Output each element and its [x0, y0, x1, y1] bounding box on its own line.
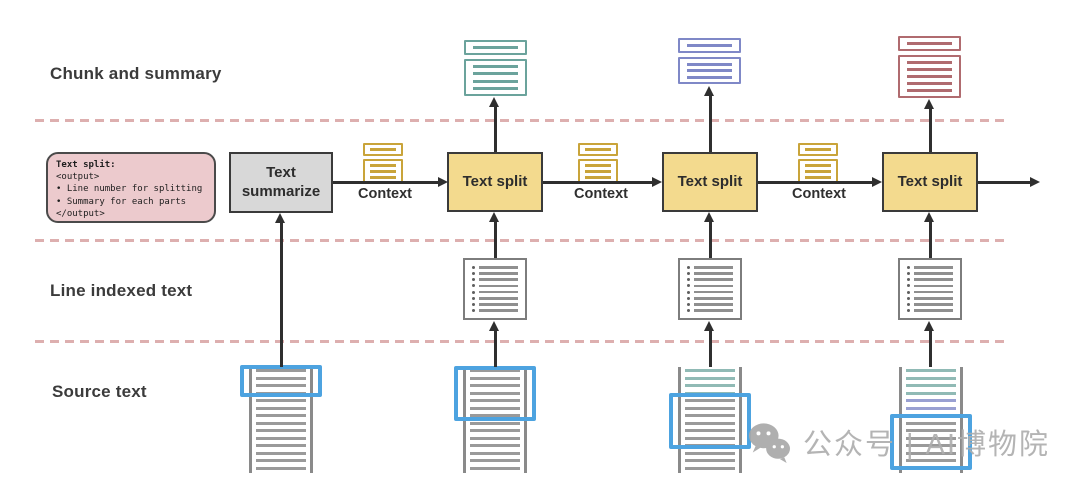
- text-block: [898, 55, 961, 98]
- text-summarize-node: Text summarize: [229, 152, 333, 213]
- text-block: [798, 159, 838, 184]
- arrowhead: [924, 99, 934, 109]
- chunk-highlight-3: [669, 393, 751, 449]
- arrowhead: [872, 176, 882, 187]
- prompt-box: Text split: <output> • Line number for s…: [46, 152, 216, 223]
- chunk-summary-icon-teal: [464, 40, 527, 96]
- watermark-text: 公众号 | AI博物院: [803, 429, 1051, 461]
- summary-bar: [578, 143, 618, 156]
- source-doc-2: [454, 366, 536, 473]
- prompt-box-line: • Line number for splitting: [56, 184, 203, 195]
- arrowhead: [924, 321, 934, 331]
- context-doc-icon-1: [363, 143, 403, 184]
- arrow-index-to-split-1: [494, 221, 497, 258]
- summary-bar: [363, 143, 403, 156]
- summary-bar: [898, 36, 961, 51]
- scroll-edge: [899, 367, 902, 473]
- arrow-index-to-split-3: [929, 221, 932, 258]
- label-chunk-and-summary: Chunk and summary: [50, 64, 222, 83]
- source-doc-1: [240, 365, 322, 473]
- context-doc-icon-3: [798, 143, 838, 184]
- prompt-box-title: Text split:: [56, 160, 116, 170]
- arrow-split-to-chunk-2: [709, 95, 712, 152]
- prompt-box-line: </output>: [56, 208, 105, 219]
- context-label-3: Context: [792, 186, 846, 202]
- scroll-edge: [249, 367, 252, 473]
- arrow-source-to-summarize: [280, 222, 283, 367]
- arrow-source-to-index-3: [929, 330, 932, 367]
- scroll-edge: [960, 367, 963, 473]
- arrowhead: [489, 321, 499, 331]
- scroll-edge: [310, 367, 313, 473]
- divider-middle: [35, 239, 1010, 242]
- text-block: [363, 159, 403, 184]
- text-split-label: Text split: [462, 172, 528, 190]
- arrowhead: [704, 86, 714, 96]
- text-split-node-1: Text split: [447, 152, 543, 212]
- context-label-2: Context: [574, 186, 628, 202]
- arrowhead: [924, 212, 934, 222]
- text-block: [578, 159, 618, 184]
- text-split-node-2: Text split: [662, 152, 758, 212]
- summary-bar: [464, 40, 527, 55]
- line-indexed-doc-1: [463, 258, 527, 320]
- chunk-summary-icon-red: [898, 36, 961, 98]
- chunk-highlight-1: [240, 365, 322, 397]
- scroll-edge: [678, 367, 681, 473]
- arrow-split2-to-split3: [758, 181, 873, 184]
- label-line-indexed-text: Line indexed text: [50, 281, 193, 300]
- text-split-label: Text split: [677, 172, 743, 190]
- arrowhead: [489, 97, 499, 107]
- arrowhead: [704, 321, 714, 331]
- line-indexed-doc-3: [898, 258, 962, 320]
- text-split-node-3: Text split: [882, 152, 978, 212]
- chunk-highlight-2: [454, 366, 536, 421]
- divider-bottom: [35, 340, 1010, 343]
- arrow-split3-out: [978, 181, 1031, 184]
- wechat-icon: [748, 423, 790, 463]
- chunk-summary-icon-blue: [678, 38, 741, 84]
- arrow-split-to-chunk-3: [929, 108, 932, 152]
- arrow-source-to-index-2: [709, 330, 712, 367]
- prompt-box-line: <output>: [56, 172, 100, 183]
- divider-top: [35, 119, 1010, 122]
- arrowhead: [489, 212, 499, 222]
- label-source-text: Source text: [52, 382, 147, 401]
- arrow-source-to-index-1: [494, 330, 497, 367]
- source-doc-3: [669, 367, 751, 473]
- arrowhead: [1030, 176, 1040, 187]
- arrow-summarize-to-split-1: [333, 181, 439, 184]
- text-split-label: Text split: [897, 172, 963, 190]
- context-label-1: Context: [358, 186, 412, 202]
- source-doc-4: [890, 367, 972, 473]
- arrow-split-to-chunk-1: [494, 106, 497, 152]
- arrowhead: [704, 212, 714, 222]
- text-block: [678, 57, 741, 84]
- arrowhead: [438, 176, 448, 187]
- summary-bar: [798, 143, 838, 156]
- text-block: [464, 59, 527, 96]
- source-text-lines: [470, 369, 520, 470]
- summary-bar: [678, 38, 741, 53]
- text-summarize-label: Text summarize: [241, 163, 321, 200]
- arrow-split1-to-split2: [543, 181, 653, 184]
- arrowhead: [275, 213, 285, 223]
- arrowhead: [652, 176, 662, 187]
- prompt-box-line: • Summary for each parts: [56, 196, 187, 207]
- line-indexed-doc-2: [678, 258, 742, 320]
- scroll-edge: [739, 367, 742, 473]
- arrow-index-to-split-2: [709, 221, 712, 258]
- chunk-highlight-4: [890, 414, 972, 470]
- watermark: 公众号 | AI博物院: [746, 421, 1050, 463]
- context-doc-icon-2: [578, 143, 618, 184]
